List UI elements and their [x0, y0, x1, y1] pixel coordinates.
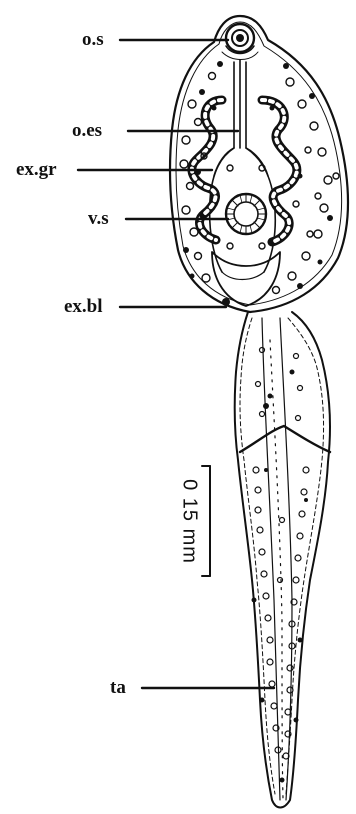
- tail-channel: [262, 318, 292, 800]
- tail-segment-line: [240, 426, 330, 452]
- label-oral-sucker: o.s: [82, 30, 104, 49]
- body-inner-outline: [176, 22, 342, 305]
- scale-bar: [202, 466, 210, 576]
- oral-sucker: [222, 24, 258, 60]
- label-excretory-granules: ex.gr: [16, 160, 57, 179]
- ventral-sucker: [226, 194, 266, 234]
- scale-bar-label: 0 15 mm: [178, 477, 201, 567]
- label-tail: ta: [110, 678, 126, 697]
- tail-granules: [253, 348, 309, 760]
- tail-inner-outline: [240, 318, 324, 794]
- label-oesophagus: o.es: [72, 121, 102, 140]
- label-excretory-bladder: ex.bl: [64, 297, 103, 316]
- leader-lines: [78, 40, 274, 688]
- tail-dark-granules: [252, 370, 309, 783]
- label-ventral-sucker: v.s: [88, 209, 109, 228]
